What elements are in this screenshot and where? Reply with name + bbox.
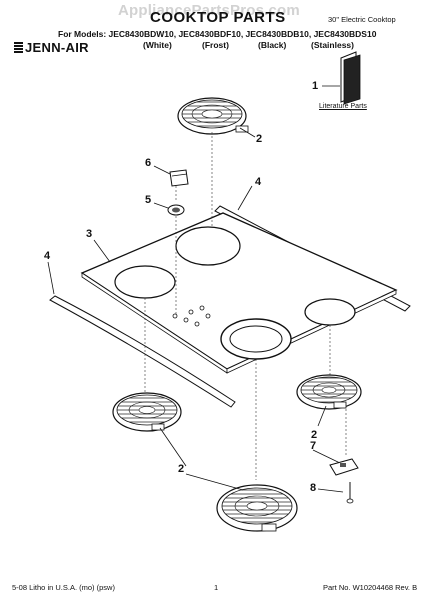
cooktop-glass [80, 212, 398, 374]
callout-literature-parts: 1 [312, 80, 319, 92]
callout-surface-element-bottom: 2 [178, 463, 185, 475]
callout-front-trim: 4 [44, 250, 51, 262]
knob-bezel [153, 202, 185, 216]
variant-stainless: (Stainless) [311, 40, 354, 50]
page-subtitle: 30" Electric Cooktop [328, 15, 396, 24]
callout-surface-element-right: 2 [311, 429, 318, 441]
literature-parts-label: Literature Parts [319, 103, 367, 110]
variant-frost: (Frost) [202, 40, 229, 50]
element-bracket [329, 458, 359, 476]
callout-control-knob: 6 [145, 157, 152, 169]
surface-element-bottom [216, 484, 298, 532]
variant-black: (Black) [258, 40, 287, 50]
front-trim [47, 261, 236, 408]
callout-screw: 8 [310, 482, 317, 494]
callout-back-trim: 4 [255, 176, 262, 188]
brand-logo: JENN-AIR [14, 40, 89, 55]
footer-litho: 5-08 Litho in U.S.A. (mo) (psw) [12, 583, 115, 592]
callout-knob-bezel: 5 [145, 194, 152, 206]
models-line: For Models: JEC8430BDW10, JEC8430BDF10, … [58, 29, 377, 39]
surface-element-top [177, 97, 256, 138]
surface-element-right [296, 374, 362, 427]
footer-page-number: 1 [214, 583, 219, 592]
footer-part-number: Part No. W10204468 Rev. B [323, 583, 418, 592]
brand-logo-text: JENN-AIR [25, 40, 89, 55]
callout-cooktop-glass: 3 [86, 228, 93, 240]
page-title: COOKTOP PARTS [150, 9, 286, 26]
callout-leaders [159, 427, 344, 493]
logo-mark-icon [14, 42, 23, 53]
literature-booklet [322, 51, 361, 105]
control-knob [153, 165, 189, 187]
variant-white: (White) [143, 40, 172, 50]
callout-surface-element-top: 2 [256, 133, 263, 145]
surface-element-left [112, 392, 182, 432]
callout-element-bracket: 7 [310, 440, 317, 452]
watermark: AppliancePartsPros.com [118, 2, 300, 19]
assembly-guides [144, 132, 347, 480]
screw [346, 482, 354, 504]
